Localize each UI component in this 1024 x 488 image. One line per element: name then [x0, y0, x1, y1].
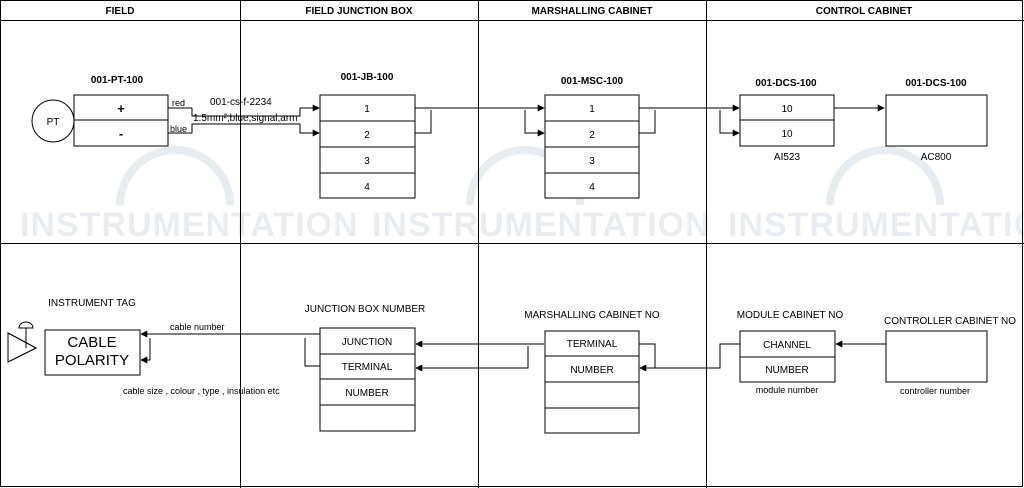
jb-loop [415, 110, 432, 134]
controller-number-label: controller number [900, 386, 970, 396]
jb-terminal-4: 4 [364, 182, 370, 193]
controller-cabinet-label: CONTROLLER CABINET NO [884, 316, 1016, 327]
module-channel-label: CHANNEL [763, 340, 811, 351]
controller-name: AC800 [921, 152, 952, 163]
controller-legend-box [885, 330, 988, 383]
cable-info-label: cable size , colour , type , insulation … [123, 386, 280, 396]
msc-row-number: NUMBER [570, 365, 613, 376]
dcs-io-tag: 001-DCS-100 [755, 78, 817, 89]
msc-loop [639, 110, 656, 134]
watermark-text: INSTRUMENTATION [20, 206, 359, 244]
plus-sign: + [117, 101, 125, 116]
wire-blue-label: blue [170, 124, 187, 134]
header-control-cabinet: CONTROL CABINET [816, 6, 912, 17]
msc-tag: 001-MSC-100 [561, 76, 624, 87]
msc-to-io-2 [719, 110, 740, 137]
jb-terminal-block: 1 2 3 4 [319, 94, 416, 199]
module-row-channel [739, 330, 836, 358]
jb-terminal-2: 2 [364, 130, 370, 141]
jb-tag: 001-JB-100 [341, 72, 394, 83]
watermark-text: INSTRUMENTATION [728, 206, 1024, 244]
msc-terminal-3: 3 [589, 156, 595, 167]
module-row-number [739, 356, 836, 383]
header-marshalling-cabinet: MARSHALLING CABINET [531, 6, 652, 17]
jb-number-label: JUNCTION BOX NUMBER [305, 304, 426, 315]
io-channel-2-label: 10 [781, 129, 793, 140]
msc-terminal-4: 4 [589, 182, 595, 193]
module-to-msc-line [639, 343, 740, 372]
msc-row-terminal: TERMINAL [567, 339, 618, 350]
io-channel-2 [739, 119, 835, 147]
watermark-text: INSTRUMENTATION [372, 206, 711, 244]
jb-to-msc-2 [524, 110, 545, 137]
jb-legend-block: JUNCTION TERMINAL NUMBER [319, 327, 416, 432]
valve-icon [7, 321, 38, 363]
controller-box [885, 94, 988, 147]
pt-minus-terminal [73, 119, 169, 147]
msc-terminal-block: 1 2 3 4 [544, 94, 640, 199]
cable-to-jb-2 [191, 123, 320, 137]
module-number-label: module number [756, 385, 819, 395]
jb-row-number: NUMBER [345, 388, 388, 399]
pt-circle-label: PT [47, 117, 60, 128]
header-field-junction-box: FIELD JUNCTION BOX [305, 6, 413, 17]
msc-terminal-2: 2 [589, 130, 595, 141]
msc-legend-block: TERMINAL NUMBER [544, 330, 640, 434]
watermark-group: INSTRUMENTATION INSTRUMENTATION INSTRUME… [20, 146, 1024, 244]
io-channel-1-label: 10 [781, 104, 793, 115]
io-channel-1 [739, 94, 835, 121]
msc-no-label: MARSHALLING CABINET NO [524, 310, 660, 321]
cable-label: CABLE [67, 334, 116, 351]
msc-bottom-loop [639, 343, 656, 368]
wire-red-label: red [172, 98, 185, 108]
jb-terminal-3: 3 [364, 156, 370, 167]
dcs-ctrl-tag: 001-DCS-100 [905, 78, 967, 89]
cable-spec: 1.5mm²,blue,signal,arm [193, 113, 297, 124]
jb-row-terminal: TERMINAL [342, 362, 393, 373]
cable-polarity-box [44, 329, 141, 376]
cable-tag: 001-cs-f-2234 [210, 97, 272, 108]
cable-polarity-line [140, 338, 151, 364]
jb-row-junction: JUNCTION [342, 337, 393, 348]
module-cabinet-label: MODULE CABINET NO [737, 310, 844, 321]
module-number-row-label: NUMBER [765, 365, 808, 376]
polarity-label: POLARITY [55, 352, 129, 369]
io-module-label: AI523 [774, 152, 801, 163]
msc-to-jb-line-2 [415, 346, 529, 372]
instrument-tag-label: INSTRUMENT TAG [48, 298, 136, 309]
cable-number-label: cable number [170, 322, 225, 332]
jb-bottom-loop [304, 338, 320, 367]
minus-sign: - [119, 126, 123, 141]
msc-terminal-1: 1 [589, 104, 595, 115]
pt-tag: 001-PT-100 [91, 75, 144, 86]
header-field: FIELD [106, 6, 135, 17]
watermark-logo-icon [116, 146, 944, 206]
cable-to-jb-1 [191, 104, 320, 117]
jb-terminal-1: 1 [364, 104, 370, 115]
